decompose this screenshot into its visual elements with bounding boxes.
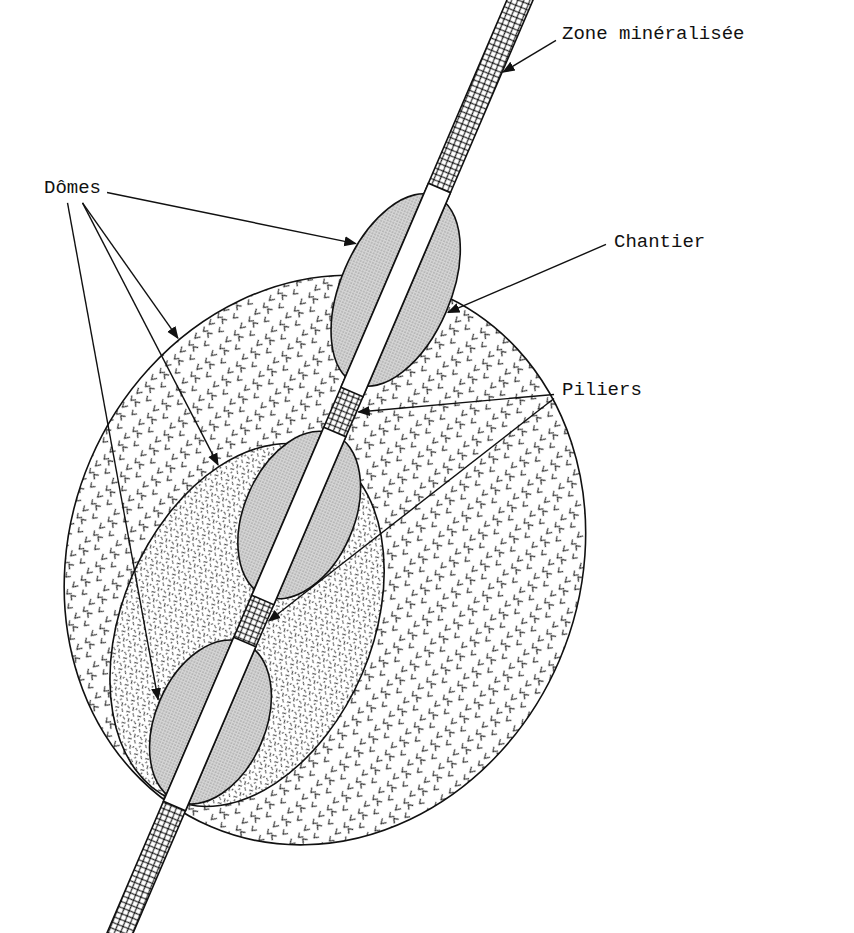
mineralized-zone <box>97 0 539 933</box>
part-label: Zone minéralisée <box>560 24 746 45</box>
stope <box>305 175 486 406</box>
leader-arrow <box>448 244 606 312</box>
mined-opening <box>163 637 255 810</box>
leader-arrow <box>503 40 556 72</box>
part-label: Dômes <box>42 178 103 199</box>
leader-arrow <box>83 203 219 465</box>
mined-opening <box>252 427 346 604</box>
stope <box>214 412 384 617</box>
part-label: Piliers <box>560 380 644 401</box>
leader-arrow <box>269 398 554 621</box>
part-label: Chantier <box>612 232 707 253</box>
leader-arrow <box>107 192 356 243</box>
leader-arrow <box>68 203 159 700</box>
leader-arrow <box>83 203 178 338</box>
mined-opening <box>341 183 451 396</box>
stope <box>126 621 295 822</box>
leader-arrow <box>358 394 554 412</box>
